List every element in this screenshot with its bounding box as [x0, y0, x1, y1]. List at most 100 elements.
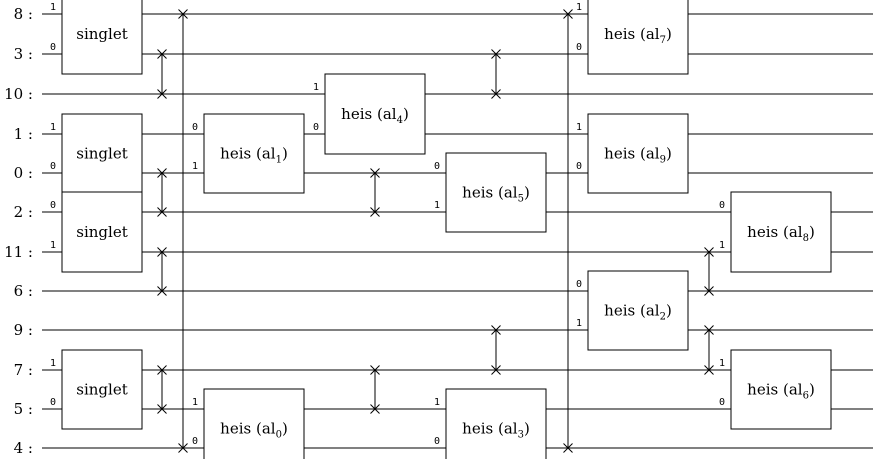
heis-gate: heis (al2)01 — [576, 270, 689, 351]
gate-box — [203, 113, 305, 194]
gate-pin-label: 1 — [50, 240, 56, 251]
qubit-label: 9 : — [14, 321, 33, 339]
gate-box — [587, 113, 689, 194]
heis-gate: heis (al1) 0 1 — [192, 113, 305, 194]
gate-pin-label: 0 — [50, 42, 56, 53]
swap-x-icon — [491, 89, 501, 99]
gate-label: heis (al0) — [220, 420, 288, 441]
gate-pin-label: 1 — [50, 122, 56, 133]
gate-pin-label: 1 — [719, 240, 725, 251]
singlet-gate: singlet 1 0 — [50, 113, 143, 194]
gate-box — [445, 152, 547, 233]
swap-gate — [704, 325, 714, 375]
qubit-label: 6 : — [14, 282, 33, 300]
heis-gate: heis (al3)10 — [434, 388, 547, 459]
gate-box — [61, 191, 143, 273]
gate-label: singlet — [76, 223, 127, 241]
qubit-label: 11 : — [4, 243, 33, 261]
swap-x-icon — [370, 168, 380, 178]
gate-pin-label: 1 — [313, 82, 319, 93]
gate-box — [61, 113, 143, 194]
swap-gate — [157, 168, 167, 217]
gate-pin-label: 1 — [192, 397, 198, 408]
gate-pin-label: 0 — [50, 161, 56, 172]
heis-gate: heis (al5) 0 1 — [434, 152, 547, 233]
qubit-label: 10 : — [4, 85, 33, 103]
swap-x-icon — [157, 247, 167, 257]
swap-gate — [370, 168, 380, 217]
swap-gate — [178, 9, 188, 453]
gate-label: heis (al5) — [462, 184, 530, 205]
gate-pin-label: 1 — [576, 318, 582, 329]
gate-pin-label: 0 — [192, 122, 198, 133]
gate-pin-label: 1 — [50, 358, 56, 369]
gate-pin-label: 0 — [434, 161, 440, 172]
gate-label: heis (al3) — [462, 420, 530, 441]
qubit-label: 5 : — [14, 400, 33, 418]
swap-x-icon — [563, 443, 573, 453]
singlet-gate: singlet 1 0 — [50, 0, 143, 75]
qubit-label: 1 : — [14, 125, 33, 143]
qubit-label: 2 : — [14, 203, 33, 221]
gate-label: singlet — [76, 381, 127, 399]
gate-pin-label: 0 — [719, 200, 725, 211]
swap-x-icon — [157, 49, 167, 59]
gate-label: heis (al8) — [747, 223, 815, 244]
gate-label: heis (al9) — [604, 145, 672, 166]
gate-label: heis (al2) — [604, 302, 672, 323]
gate-pin-label: 1 — [50, 2, 56, 13]
gate-pin-label: 0 — [434, 436, 440, 447]
heis-gate: heis (al7)10 — [576, 0, 689, 75]
gate-pin-label: 1 — [192, 161, 198, 172]
swap-x-icon — [704, 365, 714, 375]
swap-gate — [704, 247, 714, 296]
gate-box — [324, 73, 426, 155]
gate-pin-label: 0 — [576, 161, 582, 172]
swap-gates — [157, 9, 714, 453]
heis-gate: heis (al9) 1 0 — [576, 113, 689, 194]
gate-pin-label: 1 — [576, 122, 582, 133]
qubit-label: 7 : — [14, 361, 33, 379]
qubit-label: 3 : — [14, 45, 33, 63]
qubit-labels: 8 :3 :10 :1 :0 :2 :11 :6 :9 :7 :5 :4 : — [4, 5, 33, 457]
swap-x-icon — [370, 207, 380, 217]
gate-label: heis (al1) — [220, 145, 288, 166]
swap-gate — [563, 9, 573, 453]
gate-box — [203, 388, 305, 459]
swap-x-icon — [370, 365, 380, 375]
gate-boxes: singlet10singlet10singlet01singlet10heis… — [50, 0, 832, 459]
gate-label: singlet — [76, 25, 127, 43]
qubit-label: 4 : — [14, 439, 33, 457]
gate-label: heis (al7) — [604, 25, 672, 46]
gate-box — [587, 270, 689, 351]
gate-box — [61, 349, 143, 430]
gate-label: singlet — [76, 145, 127, 163]
swap-gate — [157, 247, 167, 296]
swap-x-icon — [178, 9, 188, 19]
swap-x-icon — [491, 325, 501, 335]
gate-pin-label: 1 — [434, 200, 440, 211]
gate-box — [730, 349, 832, 430]
swap-x-icon — [704, 325, 714, 335]
qubit-label: 8 : — [14, 5, 33, 23]
swap-x-icon — [370, 404, 380, 414]
gate-pin-label: 0 — [313, 122, 319, 133]
swap-x-icon — [491, 365, 501, 375]
gate-pin-label: 0 — [719, 397, 725, 408]
swap-gate — [157, 365, 167, 414]
gate-box — [445, 388, 547, 459]
swap-x-icon — [157, 207, 167, 217]
gate-pin-label: 0 — [192, 436, 198, 447]
swap-x-icon — [157, 168, 167, 178]
swap-x-icon — [157, 404, 167, 414]
swap-x-icon — [157, 286, 167, 296]
swap-x-icon — [178, 443, 188, 453]
gate-pin-label: 0 — [50, 200, 56, 211]
heis-gate: heis (al6)10 — [719, 349, 832, 430]
swap-gate — [157, 49, 167, 99]
swap-x-icon — [157, 89, 167, 99]
gate-pin-label: 0 — [576, 42, 582, 53]
swap-gate — [491, 49, 501, 99]
heis-gate: heis (al4)10 — [313, 73, 426, 155]
